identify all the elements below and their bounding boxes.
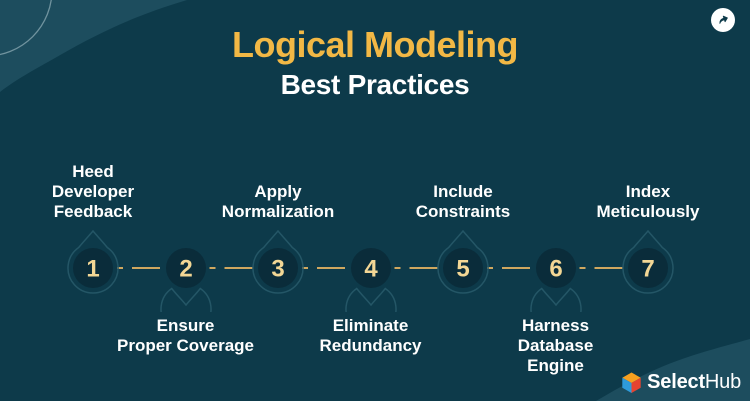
logo-text-hub: Hub [704, 371, 741, 393]
step-label-6: Harness Database Engine [517, 316, 594, 375]
step-number: 5 [456, 256, 469, 283]
step-number: 4 [364, 256, 378, 283]
step-label-2: Ensure Proper Coverage [117, 316, 254, 355]
selecthub-cube-icon [622, 372, 641, 393]
share-arrow-icon [719, 15, 728, 25]
step-label-1: Heed Developer Feedback [51, 162, 135, 221]
step-label-3: Apply Normalization [221, 182, 335, 221]
step-number: 2 [179, 256, 192, 283]
step-node-6: 6 [529, 248, 582, 312]
logo-text-select: Select [647, 371, 705, 393]
step-label-4: Eliminate Redundancy [319, 316, 422, 355]
top-left-blob [0, 0, 187, 92]
share-button[interactable] [711, 8, 735, 32]
page-subtitle: Best Practices [280, 69, 470, 100]
step-node-5: 5 [437, 229, 489, 294]
step-number: 6 [549, 256, 562, 283]
step-number: 7 [641, 256, 654, 283]
step-node-4: 4 [344, 248, 397, 312]
step-node-3: 3 [252, 229, 304, 294]
step-node-1: 1 [67, 229, 119, 294]
step-label-5: Include Constraints [415, 182, 511, 221]
step-node-2: 2 [159, 248, 212, 312]
step-number: 1 [86, 256, 99, 283]
step-label-7: Index Meticulously [596, 182, 700, 221]
logo-text: SelectHub [647, 371, 741, 394]
page-title: Logical Modeling [232, 24, 519, 65]
selecthub-logo: SelectHub [621, 371, 741, 394]
step-number: 3 [271, 256, 284, 283]
step-node-7: 7 [622, 229, 674, 294]
